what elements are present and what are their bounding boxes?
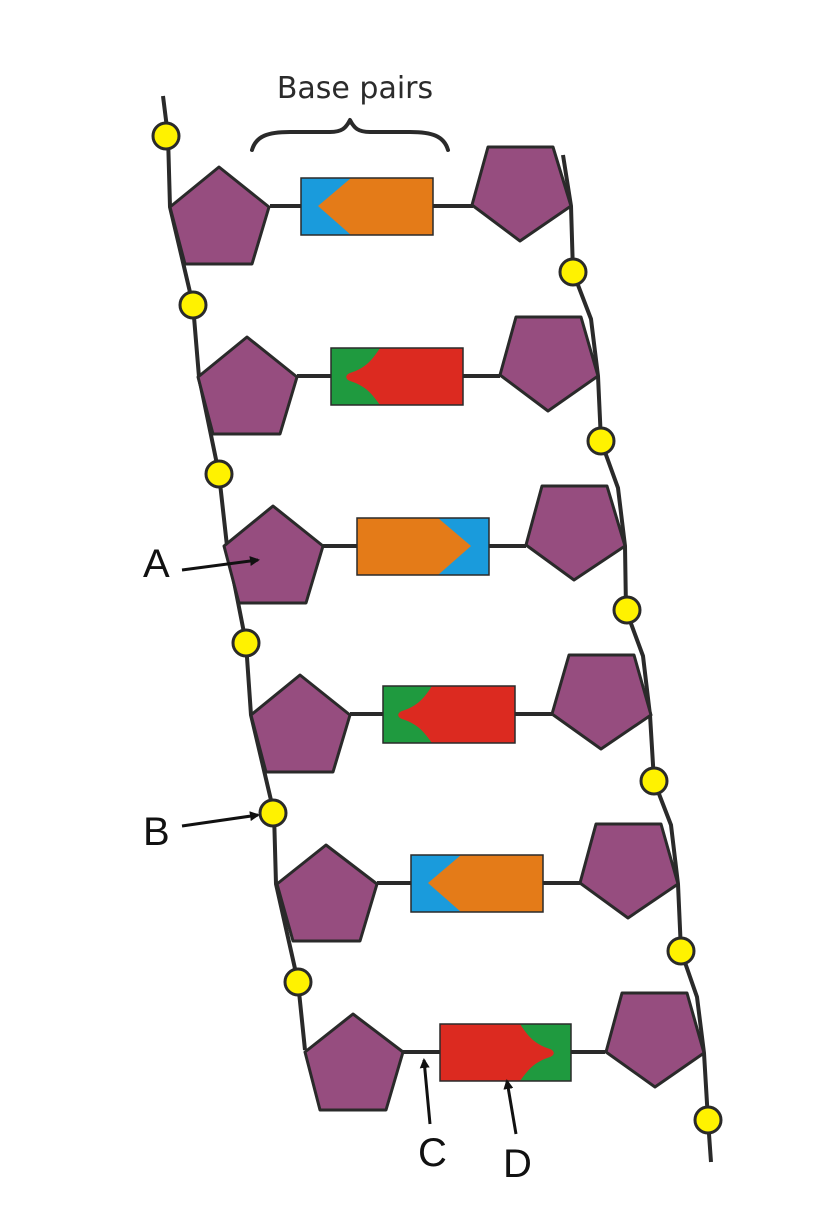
label-a-arrow	[181, 556, 260, 572]
sugar-pentagon	[524, 484, 627, 582]
base-pair-outline	[330, 347, 464, 406]
sugar-pentagon	[604, 991, 706, 1089]
label-b: B	[143, 810, 170, 854]
phosphate-circle	[151, 121, 181, 151]
sugar-pentagon	[168, 165, 271, 266]
base-pair-outline	[356, 517, 490, 576]
red-base	[398, 686, 515, 743]
phosphate-circle	[666, 936, 696, 966]
base-pair-5	[410, 854, 544, 913]
phosphate-circle	[586, 426, 616, 456]
phosphate-circle	[178, 290, 208, 320]
label-a: A	[143, 542, 170, 586]
sugar-pentagon	[498, 315, 600, 413]
phosphate-circle	[283, 967, 313, 997]
phosphate-circle	[204, 459, 234, 489]
base-pair-3	[356, 517, 490, 576]
sugar-pentagon	[578, 822, 680, 920]
sugar-pentagon	[275, 843, 379, 943]
label-c-arrow	[419, 1058, 432, 1125]
red-base	[440, 1024, 554, 1081]
base-pair-1	[300, 177, 434, 236]
base-pair-2	[330, 347, 464, 406]
label-d-arrow	[503, 1079, 518, 1135]
base-pairs-brace	[250, 118, 450, 152]
base-pair-outline	[382, 685, 516, 744]
red-base	[346, 348, 463, 405]
sugar-pentagon	[470, 145, 573, 243]
sugar-pentagon	[196, 335, 299, 436]
sugar-pentagon	[303, 1012, 405, 1112]
phosphate-circle	[231, 628, 261, 658]
sugar-pentagon	[249, 673, 352, 774]
sugar-pentagon	[550, 653, 653, 751]
orange-base	[318, 178, 433, 235]
phosphate-circle	[639, 766, 669, 796]
label-d: D	[503, 1142, 532, 1186]
base-pair-outline	[300, 177, 434, 236]
orange-base	[428, 855, 543, 912]
orange-base	[357, 518, 471, 575]
phosphate-circle	[612, 595, 642, 625]
phosphate-circle	[693, 1105, 723, 1135]
base-pair-4	[382, 685, 516, 744]
base-pair-6	[439, 1023, 572, 1082]
sugars	[168, 145, 706, 1112]
base-pairs-title: Base pairs	[277, 71, 433, 106]
right-backbone	[561, 154, 713, 1163]
label-b-arrow	[181, 811, 260, 828]
phosphates	[151, 121, 723, 1135]
phosphate-circle	[258, 798, 288, 828]
label-c: C	[418, 1131, 447, 1175]
sugar-pentagon	[222, 504, 325, 605]
base-pairs	[300, 177, 572, 1082]
rung-lines	[270, 204, 605, 1054]
phosphate-circle	[558, 257, 588, 287]
base-pair-outline	[410, 854, 544, 913]
